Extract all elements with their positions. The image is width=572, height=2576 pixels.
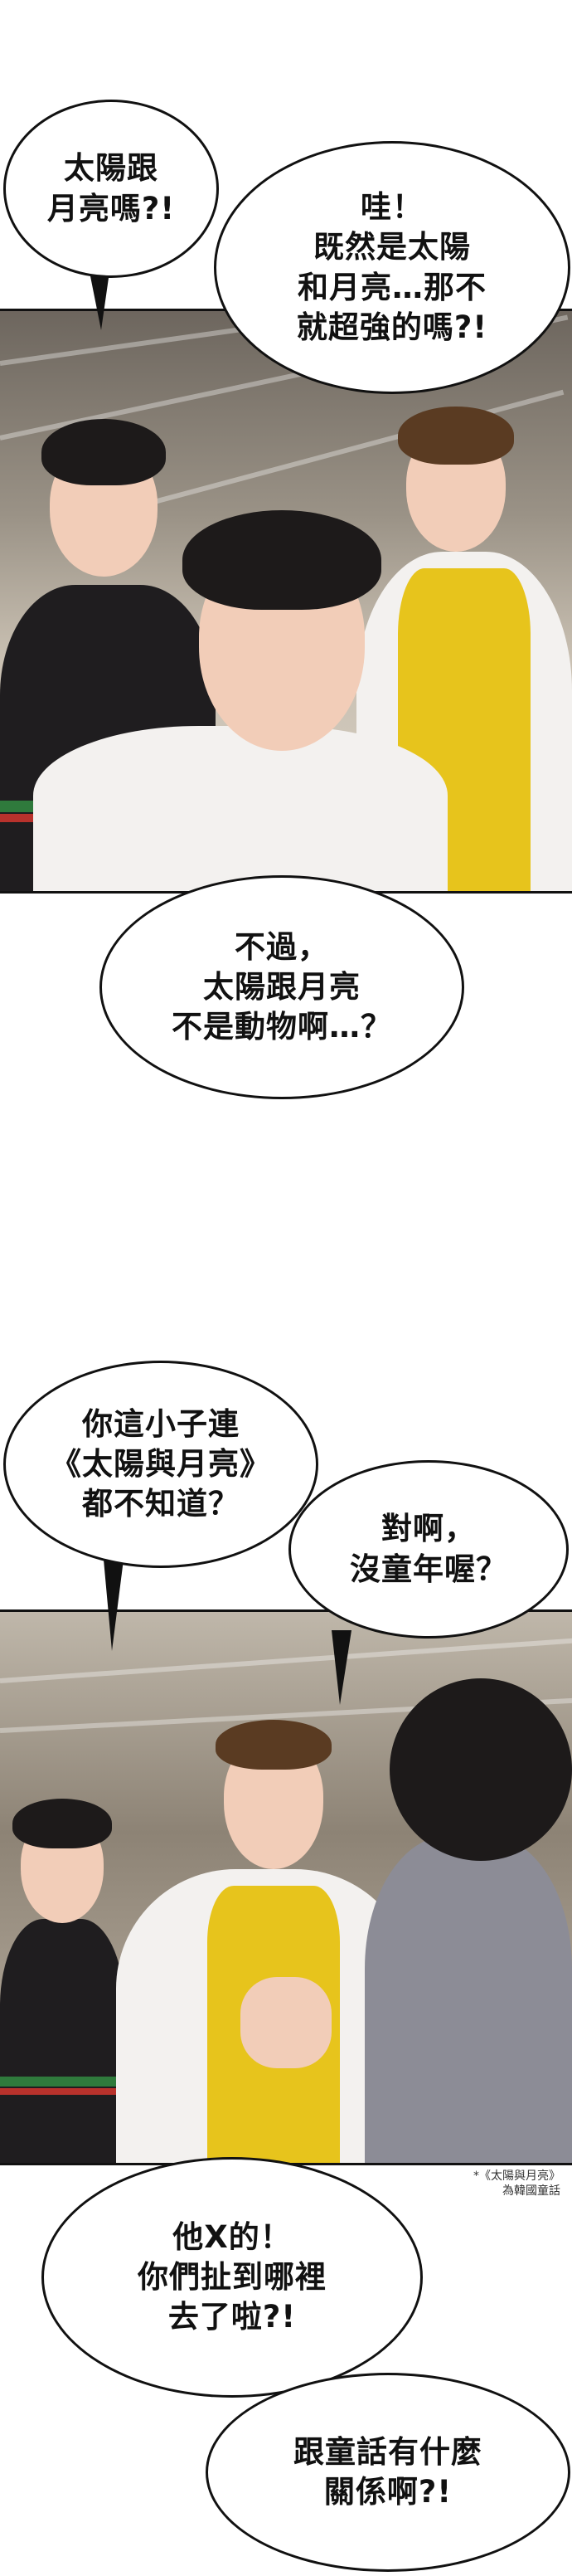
character-right-back [365,1836,572,2163]
hoodie-stripe-red-2 [0,2088,124,2095]
character-left-body-2 [0,1919,124,2163]
character-right-hair [398,407,514,465]
speech-tail-4 [104,1560,124,1651]
speech-tail-1 [90,272,109,330]
speech-bubble-2: 哇！ 既然是太陽 和月亮…那不 就超強的嗎?! [214,141,570,394]
character-center-shirt [33,726,448,891]
speech-text-1: 太陽跟 月亮嗎?! [46,150,176,226]
hoodie-stripe-green-2 [0,2077,124,2087]
footnote: *《太陽與月亮》 為韓國童話 [473,2169,560,2199]
speech-bubble-6: 他X的！ 你們扯到哪裡 去了啦?! [41,2157,423,2398]
speech-tail-5 [332,1630,351,1705]
speech-bubble-3: 不過， 太陽跟月亮 不是動物啊…？ [99,875,464,1099]
speech-bubble-5: 對啊， 沒童年喔？ [288,1460,569,1639]
speech-bubble-1: 太陽跟 月亮嗎?! [3,100,219,278]
panel-1 [0,309,572,894]
speech-text-3: 不過， 太陽跟月亮 不是動物啊…？ [172,928,392,1045]
panel-2 [0,1609,572,2165]
character-center-hair [182,510,381,610]
speech-bubble-7: 跟童話有什麼 關係啊?! [206,2373,570,2572]
character-right-back-hair [390,1678,572,1861]
speech-text-2: 哇！ 既然是太陽 和月亮…那不 就超強的嗎?! [296,189,488,345]
speech-text-7: 跟童話有什麼 關係啊?! [293,2433,482,2510]
character-left-hair-2 [12,1799,112,1848]
character-middle-hair [216,1720,332,1770]
speech-bubble-4: 你這小子連 《太陽與月亮》 都不知道？ [3,1361,318,1568]
speech-text-4: 你這小子連 《太陽與月亮》 都不知道？ [51,1405,271,1522]
speech-text-5: 對啊， 沒童年喔？ [350,1511,507,1587]
character-left-hair [41,419,166,485]
speech-text-6: 他X的！ 你們扯到哪裡 去了啦?! [138,2218,327,2335]
character-right-fist [240,1977,332,2068]
